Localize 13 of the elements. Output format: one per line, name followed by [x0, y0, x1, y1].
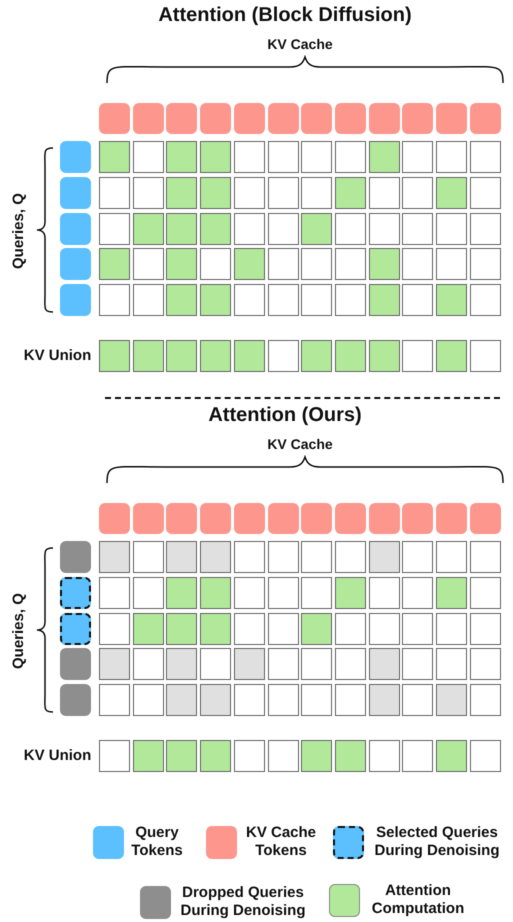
legend-label: KV Cache Tokens [244, 824, 318, 860]
legend-label: Query Tokens [130, 824, 184, 860]
axis-label: Queries, Q [10, 192, 28, 271]
axis-label: KV Cache [266, 36, 334, 52]
legend-label: Attention Computation [370, 882, 466, 918]
row-label: KV Union [22, 347, 92, 364]
axis-label: Queries, Q [10, 592, 28, 671]
axis-label: KV Cache [266, 436, 334, 452]
legend-label: Selected Queries During Denoising [374, 824, 500, 860]
legend-label: Dropped Queries During Denoising [180, 884, 306, 920]
row-label: KV Union [22, 747, 92, 764]
panel-title: Attention (Ours) [207, 404, 363, 427]
panel-title: Attention (Block Diffusion) [157, 4, 413, 27]
